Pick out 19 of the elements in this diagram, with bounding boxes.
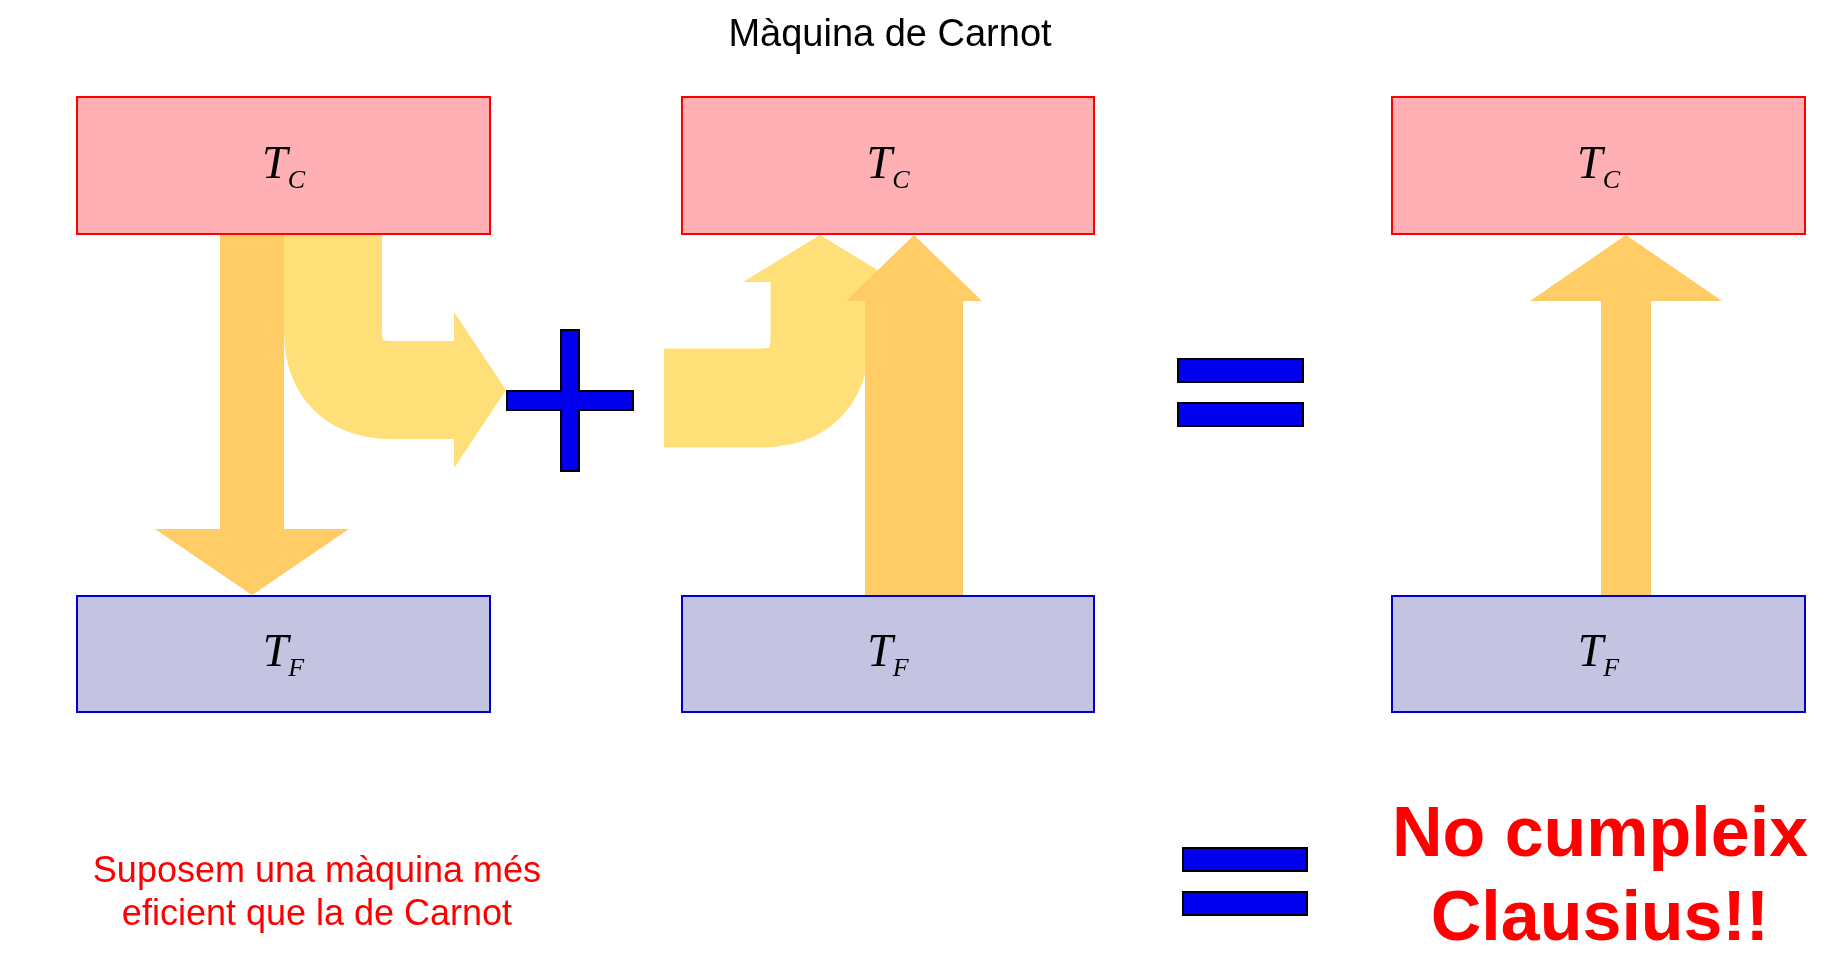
hot-reservoir-box bbox=[681, 96, 1095, 235]
heading: Màquina de Carnot bbox=[727, 12, 1053, 55]
plus-sign bbox=[506, 329, 634, 472]
cold-reservoir-box bbox=[76, 595, 491, 713]
cold-reservoir-box bbox=[681, 595, 1095, 713]
temperature-label: T$_{F}$ bbox=[262, 624, 305, 684]
hot-reservoir-box bbox=[1391, 96, 1806, 235]
cold-reservoir-box bbox=[1391, 595, 1806, 713]
temperature-label: T$_{C}$ bbox=[866, 135, 910, 196]
heat-flow-arrow bbox=[1530, 235, 1722, 595]
hot-reservoir-box bbox=[76, 96, 491, 235]
assumption-note: Suposem una màquina més eficient que la de Carnot bbox=[91, 848, 543, 935]
heat-flow-arrow bbox=[155, 235, 349, 595]
temperature-label: T$_{C}$ bbox=[262, 135, 305, 196]
conclusion-text: No cumpleix Clausius!! bbox=[1390, 792, 1810, 953]
heat-flow-arrow bbox=[846, 235, 982, 595]
temperature-label: T$_{F}$ bbox=[867, 624, 909, 684]
temperature-label: T$_{C}$ bbox=[1577, 135, 1620, 196]
temperature-label: T$_{F}$ bbox=[1577, 624, 1620, 684]
